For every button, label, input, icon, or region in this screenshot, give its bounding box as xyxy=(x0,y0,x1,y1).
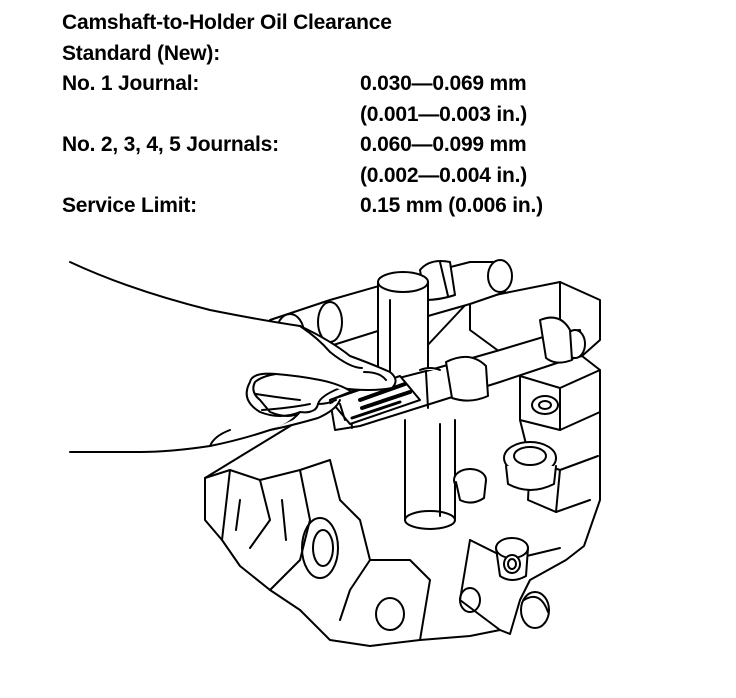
spec-block: Camshaft-to-Holder Oil Clearance Standar… xyxy=(62,8,682,222)
spec-row-label: No. 1 Journal: xyxy=(62,72,200,95)
spec-row-label: No. 2, 3, 4, 5 Journals: xyxy=(62,133,279,156)
camshaft-holder-front xyxy=(404,419,456,530)
spec-row-values: 0.060—0.099 mm (0.002—0.004 in.) xyxy=(360,130,527,191)
valve-lifters xyxy=(453,441,557,504)
plastigage-strip xyxy=(329,375,421,425)
spec-row-label: Service Limit: xyxy=(62,194,197,217)
spec-row-journal-1: No. 1 Journal: 0.030—0.069 mm (0.001—0.0… xyxy=(62,69,682,130)
head-left-casting xyxy=(204,459,481,641)
camshaft-holder-rear xyxy=(377,271,429,401)
hand xyxy=(69,261,397,453)
spec-value-mm: 0.060—0.099 mm xyxy=(360,133,527,156)
camshaft-plastigage-measurement-icon xyxy=(0,240,736,698)
spec-row-journals-2-5: No. 2, 3, 4, 5 Journals: 0.060—0.099 mm … xyxy=(62,130,682,191)
spec-row-service-limit: Service Limit: 0.15 mm (0.006 in.) xyxy=(62,191,682,222)
spec-value-in: (0.002—0.004 in.) xyxy=(360,163,528,187)
spec-title: Camshaft-to-Holder Oil Clearance xyxy=(62,11,392,34)
spec-value-in: (0.001—0.003 in.) xyxy=(360,102,528,126)
spec-subtitle: Standard (New): xyxy=(62,41,221,65)
spec-value-mm: 0.030—0.069 mm xyxy=(360,72,527,95)
spec-row-values: 0.15 mm (0.006 in.) xyxy=(360,191,543,222)
spec-row-values: 0.030—0.069 mm (0.001—0.003 in.) xyxy=(360,69,527,130)
holder-bolt xyxy=(495,537,529,581)
spec-value-mm: 0.15 mm (0.006 in.) xyxy=(360,194,543,217)
